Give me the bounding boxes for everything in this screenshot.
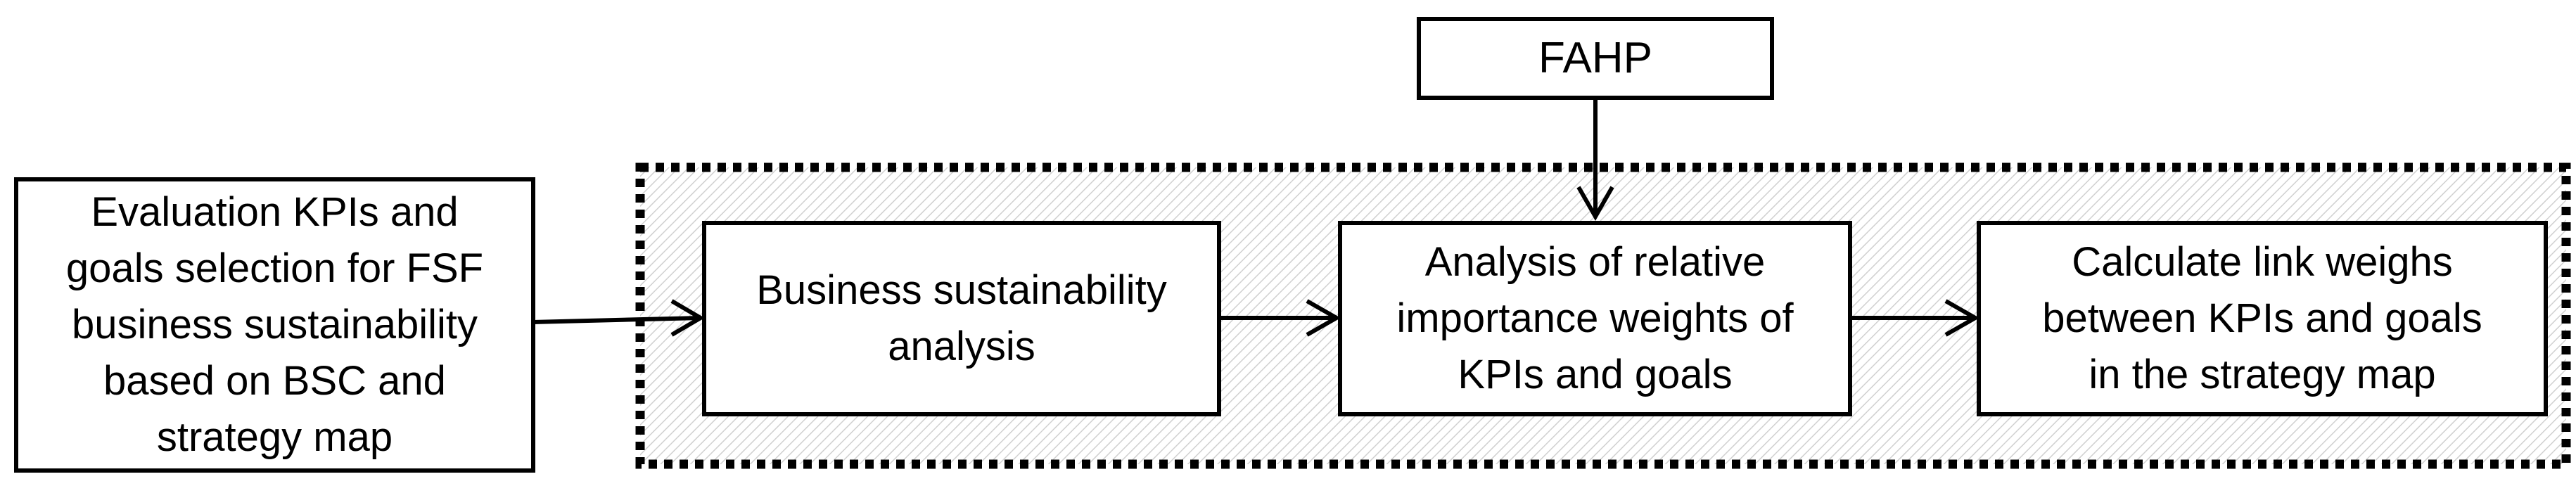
step-box-calculate-link-weighs: Calculate link weighs between KPIs and g…	[1977, 221, 2548, 416]
arrow-step2-to-step3-head	[1944, 299, 1980, 337]
fahp-label: FAHP	[1538, 34, 1652, 82]
step-label: Calculate link weighs between KPIs and g…	[2042, 239, 2482, 397]
arrow-input-to-step1-head	[670, 299, 705, 337]
input-box: Evaluation KPIs and goals selection for …	[14, 177, 535, 473]
arrow-step1-to-step2-head	[1306, 299, 1341, 337]
input-label: Evaluation KPIs and goals selection for …	[65, 189, 484, 460]
step-label: Analysis of relative importance weights …	[1396, 239, 1794, 397]
step-box-business-sustainability: Business sustainability analysis	[702, 221, 1221, 416]
step-box-relative-importance: Analysis of relative importance weights …	[1338, 221, 1852, 416]
fahp-box: FAHP	[1417, 17, 1774, 100]
step-label: Business sustainability analysis	[756, 267, 1167, 369]
arrow-input-to-step1	[533, 316, 701, 324]
arrow-fahp-to-step2-head	[1576, 186, 1614, 222]
connectors	[533, 98, 1980, 337]
